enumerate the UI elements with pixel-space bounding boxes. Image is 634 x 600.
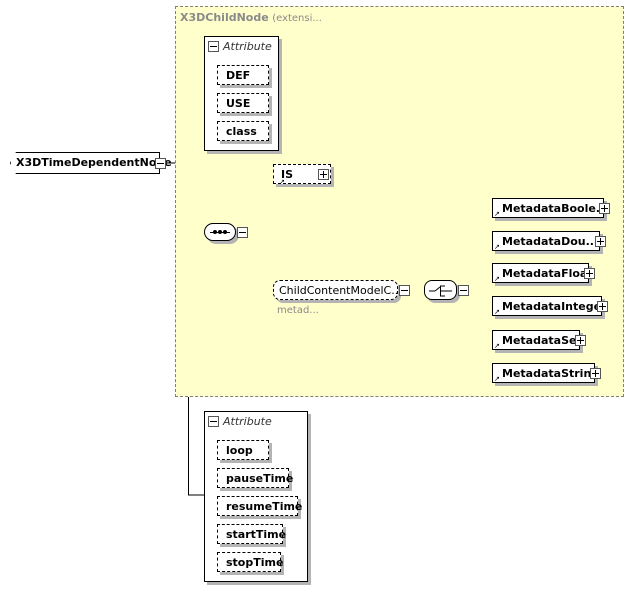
choice-compositor[interactable] <box>424 280 457 300</box>
element-metadatadouble-label: MetadataDou... <box>502 235 599 248</box>
reference-arrow-icon: ↗ <box>494 308 500 316</box>
element-metadatafloat[interactable]: MetadataFloat ↗ <box>492 263 593 283</box>
minus-icon <box>239 232 246 233</box>
attribute-class[interactable]: class <box>217 121 269 141</box>
x3dchildnode-name: X3DChildNode <box>180 11 269 24</box>
element-metadataset-label: MetadataSet <box>502 334 582 347</box>
reference-arrow-icon: ↗ <box>494 275 500 283</box>
reference-arrow-icon: ↗ <box>279 178 285 186</box>
attribute-loop-label: loop <box>226 444 253 457</box>
plus-icon-v <box>600 238 601 245</box>
choice-icon <box>429 285 452 297</box>
attribute-group-top-title: Attribute <box>223 40 272 53</box>
group-child-content-model-note: metad... <box>277 305 319 316</box>
group-child-content-model[interactable]: ChildContentModelC... <box>273 280 402 300</box>
sequence-dot <box>218 230 222 234</box>
element-is-label: IS <box>281 168 294 181</box>
plus-icon-v <box>589 270 590 277</box>
x3dchildnode-title: X3DChildNode (extensi... <box>180 11 322 24</box>
minus-icon <box>210 421 217 422</box>
attribute-loop[interactable]: loop <box>217 440 269 460</box>
attribute-starttime[interactable]: startTime <box>217 524 287 544</box>
attribute-stoptime-label: stopTime <box>226 556 284 569</box>
group-child-content-model-label: ChildContentModelC... <box>279 284 402 297</box>
attribute-use[interactable]: USE <box>217 93 269 113</box>
reference-arrow-icon: ↗ <box>494 342 500 350</box>
plus-icon-v <box>580 337 581 344</box>
plus-icon-v <box>595 370 596 377</box>
reference-arrow-icon: ↗ <box>494 210 500 218</box>
element-metadatadouble[interactable]: MetadataDou... ↗ <box>492 231 600 251</box>
minus-icon <box>157 163 164 164</box>
element-metadataset[interactable]: MetadataSet ↗ <box>492 330 582 350</box>
minus-icon <box>210 46 217 47</box>
attribute-resumetime-label: resumeTime <box>226 500 303 513</box>
sequence-dot <box>223 230 227 234</box>
element-metadataboolean-label: MetadataBoole... <box>502 202 609 215</box>
x3dchildnode-suffix: (extensi... <box>272 13 322 24</box>
reference-arrow-icon: ↗ <box>494 375 500 383</box>
attribute-group-bottom-title: Attribute <box>223 415 272 428</box>
attribute-def-label: DEF <box>226 69 251 82</box>
element-metadatafloat-label: MetadataFloat <box>502 267 593 280</box>
attribute-pausetime-label: pauseTime <box>226 472 294 485</box>
root-element-label: X3DTimeDependentNode <box>16 156 172 169</box>
attribute-starttime-label: startTime <box>226 528 287 541</box>
sequence-compositor[interactable] <box>204 223 236 241</box>
minus-icon <box>460 290 467 291</box>
attribute-class-label: class <box>226 125 257 138</box>
reference-arrow-icon: ↗ <box>494 243 500 251</box>
attribute-use-label: USE <box>226 97 251 110</box>
element-is[interactable]: IS ↗ <box>273 164 331 186</box>
attribute-pausetime[interactable]: pauseTime <box>217 468 293 488</box>
plus-icon-v <box>323 171 324 178</box>
sequence-dot <box>213 230 217 234</box>
element-metadatainteger[interactable]: MetadataInteger ↗ <box>492 296 606 316</box>
element-metadatastring-label: MetadataString <box>502 367 600 380</box>
attribute-stoptime[interactable]: stopTime <box>217 552 284 572</box>
attribute-resumetime[interactable]: resumeTime <box>217 496 302 516</box>
plus-icon-v <box>604 205 605 212</box>
element-metadataboolean[interactable]: MetadataBoole... ↗ <box>492 198 608 218</box>
minus-icon <box>401 290 408 291</box>
element-metadatastring[interactable]: MetadataString ↗ <box>492 363 599 383</box>
plus-icon-v <box>602 303 603 310</box>
element-metadatainteger-label: MetadataInteger <box>502 300 607 313</box>
attribute-def[interactable]: DEF <box>217 65 269 85</box>
